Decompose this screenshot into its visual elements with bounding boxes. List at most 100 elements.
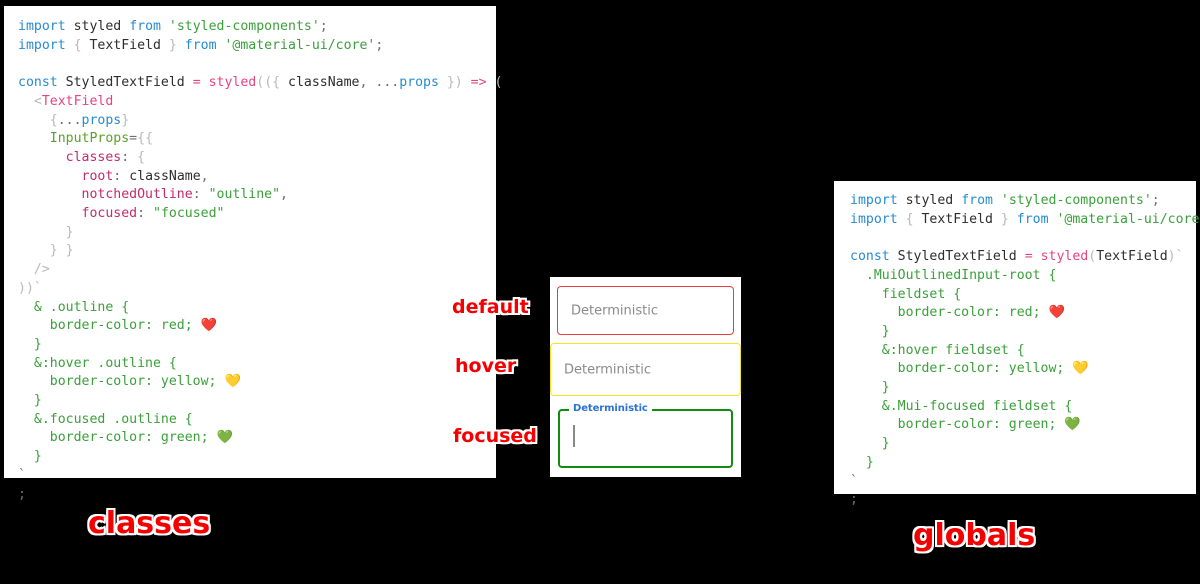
globals-code-line: border-color: yellow; 💛 — [850, 360, 1196, 379]
globals-code-token: 💛 — [1072, 361, 1089, 377]
classes-code-token: import — [18, 19, 66, 34]
classes-code-token: (({ — [256, 75, 289, 91]
globals-code-token: ` — [850, 473, 858, 489]
globals-code-token: = — [1024, 249, 1033, 265]
textfield-focused[interactable]: Deterministic — [558, 403, 733, 468]
classes-code-token: styled — [208, 75, 257, 91]
globals-code-line: ` — [850, 473, 1196, 492]
text-caret — [573, 425, 575, 447]
classes-code-token: { — [65, 37, 90, 53]
globals-code-line: } — [850, 323, 1196, 342]
globals-code-token: &.Mui-focused fieldset { — [850, 398, 1073, 414]
classes-code-panel: import styled from 'styled-components';i… — [4, 6, 502, 502]
classes-code-token: from — [184, 37, 217, 53]
classes-code-token: : — [121, 149, 138, 165]
classes-code-token: ❤️ — [200, 318, 218, 334]
globals-code-token: TextField — [921, 211, 993, 227]
classes-code-token: "outline" — [208, 187, 281, 203]
classes-code-token: ( — [486, 75, 503, 91]
globals-code-token: styled — [905, 193, 954, 208]
classes-code-token: {{ — [137, 131, 154, 147]
globals-code-token — [1017, 249, 1025, 264]
globals-code-token: styled — [1040, 249, 1089, 265]
globals-code-token: } — [992, 211, 1017, 227]
globals-code-token: .MuiOutlinedInput-root { — [850, 267, 1057, 283]
classes-code-token: InputProps — [49, 131, 130, 147]
textfield-hover[interactable]: Deterministic — [550, 343, 741, 396]
globals-code-token: } — [850, 380, 890, 396]
globals-code-token: } — [850, 436, 890, 452]
classes-code-line: } — [18, 448, 496, 467]
globals-code-token: ; — [1151, 193, 1160, 208]
globals-code-token: border-color: green; — [850, 417, 1065, 433]
classes-code-token: ... — [375, 75, 400, 91]
classes-code-token — [18, 150, 66, 165]
globals-code-line: border-color: green; 💚 — [850, 416, 1196, 435]
classes-code-line: root: className, — [18, 168, 496, 187]
globals-code-token — [953, 193, 961, 208]
globals-code-token — [890, 249, 898, 264]
globals-code-line: fieldset { — [850, 286, 1196, 305]
classes-code-line: &.focused .outline { — [18, 411, 496, 430]
classes-code-token: = — [192, 75, 201, 91]
classes-code-token: root — [81, 168, 114, 184]
globals-code-token: 💚 — [1064, 417, 1081, 433]
classes-code-line: border-color: green; 💚 — [18, 429, 496, 448]
classes-code-token: 💚 — [216, 430, 233, 446]
classes-code-token — [185, 75, 193, 90]
annotation-default: default — [451, 295, 531, 320]
annotation-focused: focused — [452, 424, 539, 449]
classes-code-line: border-color: red; ❤️ — [18, 317, 496, 336]
classes-code-token: &:hover .outline { — [18, 355, 177, 371]
globals-code-token: { — [897, 211, 922, 227]
classes-code-token — [58, 75, 66, 90]
classes-code-token: }) — [438, 75, 471, 91]
classes-code-line: /> — [18, 261, 496, 280]
classes-code-token — [18, 131, 50, 146]
classes-code-line: focused: "focused" — [18, 205, 496, 224]
annotation-globals: globals — [911, 517, 1036, 555]
globals-code-token: border-color: red; — [850, 305, 1049, 321]
classes-code-token: , — [359, 75, 376, 91]
classes-code-token: { — [18, 112, 58, 128]
globals-code-token — [993, 193, 1001, 208]
classes-code-token — [161, 19, 169, 34]
globals-code-line: border-color: red; ❤️ — [850, 304, 1196, 323]
globals-code-token: 'styled-components' — [1000, 193, 1152, 208]
globals-code-token: ; — [850, 492, 858, 508]
classes-code-token: } — [121, 112, 130, 128]
classes-code-line: InputProps={{ — [18, 130, 496, 149]
classes-code-line: classes: { — [18, 149, 496, 168]
globals-code-line: import { TextField } from '@material-ui/… — [850, 211, 1200, 230]
classes-code-token: ; — [319, 19, 328, 34]
globals-code-line: ; — [850, 491, 1196, 510]
globals-code-line — [850, 229, 1196, 248]
classes-code-token: & .outline { — [18, 299, 130, 315]
classes-code-token: } — [18, 393, 42, 409]
globals-code-token: border-color: yellow; — [850, 361, 1073, 377]
classes-code-line: notchedOutline: "outline", — [18, 186, 496, 205]
classes-code-line: import styled from 'styled-components'; — [18, 18, 496, 37]
classes-code-token: styled — [73, 19, 122, 34]
globals-code-line: const StyledTextField = styled(TextField… — [850, 248, 1196, 267]
classes-code-token: import — [18, 37, 66, 53]
classes-code-token: props — [399, 75, 439, 91]
annotation-classes: classes — [86, 505, 211, 543]
globals-code-line: &.Mui-focused fieldset { — [850, 398, 1196, 417]
globals-code-token: } — [850, 323, 890, 339]
globals-code-token: import — [850, 193, 898, 208]
textfield-default-value: Deterministic — [571, 303, 658, 318]
classes-code-token: } — [18, 224, 74, 240]
annotation-hover: hover — [453, 354, 517, 379]
classes-code-token: ; — [18, 486, 26, 502]
classes-code-line: &:hover .outline { — [18, 355, 496, 374]
classes-code-token: /> — [18, 262, 50, 278]
classes-code-token: notchedOutline — [81, 187, 193, 203]
classes-code-token — [121, 19, 129, 34]
classes-code-token: className — [129, 168, 201, 184]
textfield-preview-panel: Deterministic Deterministic Deterministi… — [550, 277, 741, 477]
classes-code-token: TextField — [41, 93, 114, 109]
globals-code-token: TextField — [1096, 249, 1168, 265]
classes-code-token: border-color: yellow; — [18, 374, 225, 390]
textfield-default[interactable]: Deterministic — [557, 286, 734, 335]
